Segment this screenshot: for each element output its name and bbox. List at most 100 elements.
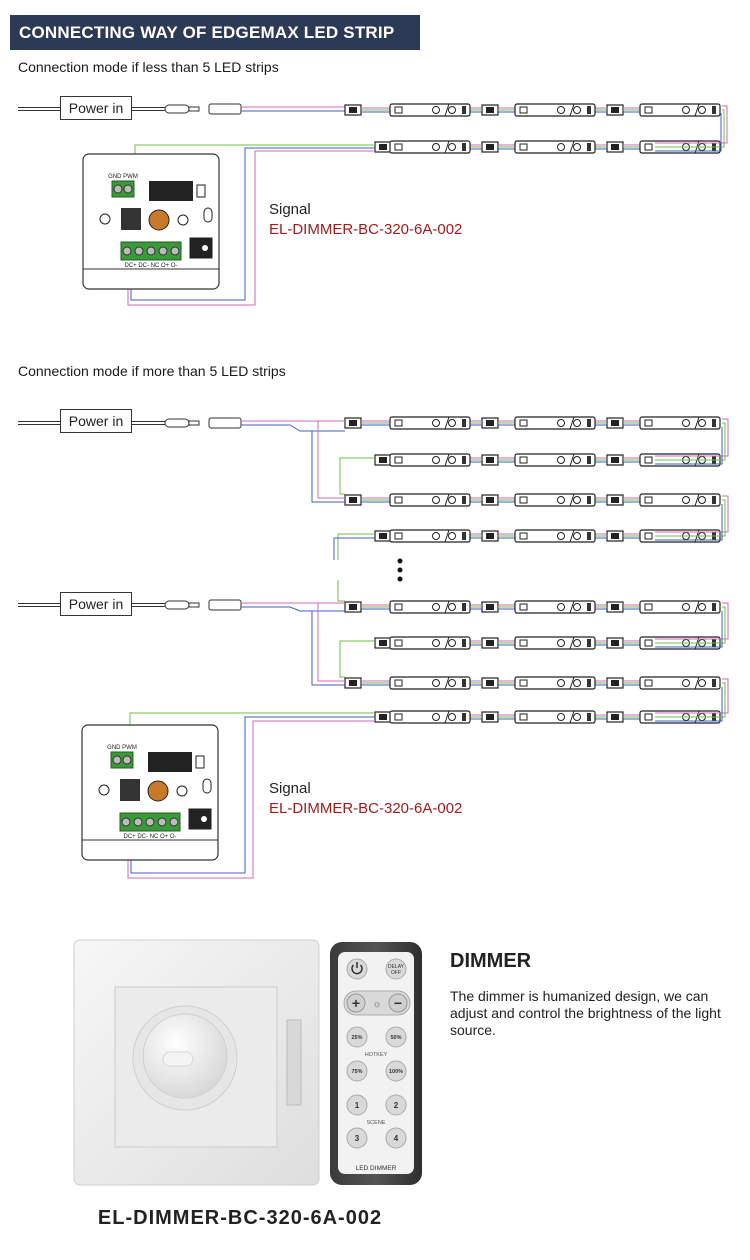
- hotkey-50: 50%: [390, 1035, 401, 1041]
- led-lens: [448, 679, 456, 687]
- ellipsis-dot: [397, 576, 403, 582]
- led-chip: [394, 456, 403, 464]
- led-lens: [448, 143, 456, 151]
- strip-end-pad: [712, 679, 716, 687]
- power-in-box-3: Power in: [60, 592, 132, 616]
- led-chip: [644, 106, 653, 114]
- cut-mark: [569, 140, 575, 154]
- wire-blue: [311, 611, 345, 686]
- cut-mark: [444, 416, 450, 430]
- strip-end-pad: [587, 143, 591, 151]
- screw: [169, 817, 179, 827]
- wire-blue: [241, 606, 345, 612]
- dc-plug-tip: [188, 106, 200, 112]
- power-in-box-2: Power in: [60, 409, 132, 433]
- hotkey-label: HOTKEY: [365, 1052, 388, 1058]
- led-lens: [698, 419, 706, 427]
- strip-row-2-3: [344, 493, 721, 507]
- strip-end-pad: [462, 603, 466, 611]
- wire-blue: [655, 427, 723, 465]
- led-lens: [448, 456, 456, 464]
- dimmer-heading: DIMMER: [450, 950, 532, 972]
- power-lead-2: [18, 417, 242, 429]
- product-model-caption: EL-DIMMER-BC-320-6A-002: [97, 1207, 383, 1229]
- led-chip: [644, 419, 653, 427]
- led-lens: [557, 106, 565, 114]
- strip-end-pad: [712, 106, 716, 114]
- wire-blue: [311, 431, 345, 503]
- cut-mark: [444, 140, 450, 154]
- screw: [123, 184, 133, 194]
- hotkey-buttons: 25% 50% 75% 100%: [346, 1026, 407, 1082]
- led-chip: [394, 496, 403, 504]
- connector-plug: [486, 497, 494, 503]
- screw: [145, 817, 155, 827]
- wire-pink: [127, 150, 375, 306]
- signal-model-2: EL-DIMMER-BC-320-6A-002: [269, 800, 463, 817]
- cut-mark: [444, 636, 450, 650]
- strip-end-pad: [462, 532, 466, 540]
- connector-plug: [349, 497, 357, 503]
- led-lens: [682, 496, 690, 504]
- led-lens: [557, 456, 565, 464]
- scene-4: 4: [394, 1134, 399, 1143]
- dimmer-product-image: DELAY OFF + − ☼ 25% 50% 75% 100% HOTKEY …: [73, 939, 422, 1186]
- strip-end-pad: [462, 679, 466, 687]
- strip-end-pad: [712, 603, 716, 611]
- cut-mark: [694, 493, 700, 507]
- potentiometer: [148, 209, 170, 231]
- dc-plug-tip: [188, 602, 200, 608]
- wire-pink: [655, 418, 729, 457]
- wire-green: [655, 606, 726, 644]
- led-lens: [682, 419, 690, 427]
- dimmer-description: The dimmer is humanized design, we can a…: [450, 988, 721, 1038]
- strip-end-pad: [587, 496, 591, 504]
- terminal-label-bottom: DC+ DC- NC O+ O-: [123, 834, 176, 840]
- ir-dot: [202, 245, 208, 251]
- power-lead-3: [18, 599, 242, 611]
- dc-jack: [208, 599, 242, 611]
- plus-label: +: [352, 995, 360, 1011]
- led-chip: [394, 639, 403, 647]
- wire-green: [655, 499, 726, 537]
- led-chip: [394, 679, 403, 687]
- led-lens: [698, 106, 706, 114]
- connector-plug: [486, 640, 494, 646]
- cut-mark: [694, 600, 700, 614]
- connector-plug: [486, 107, 494, 113]
- strip-end-pad: [712, 419, 716, 427]
- delay-off-button: [385, 958, 407, 980]
- scene-1: 1: [355, 1101, 360, 1110]
- mount-hole: [177, 214, 189, 226]
- screw: [112, 755, 122, 765]
- strip-end-pad: [462, 456, 466, 464]
- led-lens: [682, 106, 690, 114]
- connector-plug: [486, 420, 494, 426]
- crystal: [202, 778, 212, 794]
- screw: [133, 817, 143, 827]
- led-lens: [573, 106, 581, 114]
- led-lens: [557, 603, 565, 611]
- ir-receiver: [189, 237, 213, 259]
- ir-receiver: [188, 808, 212, 830]
- led-lens: [432, 532, 440, 540]
- connector-plug: [486, 533, 494, 539]
- connector-plug: [486, 714, 494, 720]
- wire-pink: [655, 495, 729, 533]
- signal-model-1: EL-DIMMER-BC-320-6A-002: [269, 221, 463, 238]
- led-lens: [448, 419, 456, 427]
- led-chip: [519, 713, 528, 721]
- wire-green: [655, 682, 726, 718]
- led-chip: [519, 419, 528, 427]
- mount-hole: [98, 784, 110, 796]
- led-indicator: [196, 184, 206, 198]
- strip-end-pad: [587, 456, 591, 464]
- led-lens: [432, 679, 440, 687]
- ic-chip: [148, 752, 192, 772]
- strip-end-pad: [587, 603, 591, 611]
- strip-end-pad: [462, 419, 466, 427]
- page-title: CONNECTING WAY OF EDGEMAX LED STRIP: [10, 15, 420, 50]
- screw: [122, 755, 132, 765]
- led-lens: [573, 603, 581, 611]
